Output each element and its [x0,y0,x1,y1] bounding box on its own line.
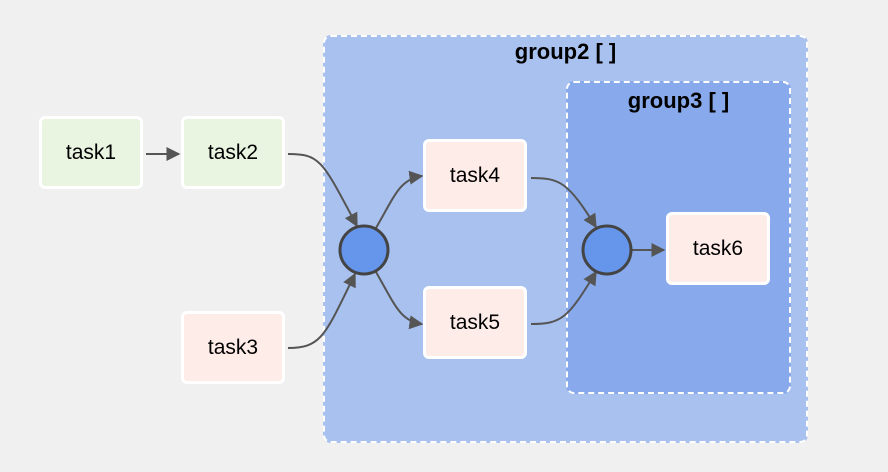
task2-node[interactable]: task2 [181,116,285,189]
task4-label: task4 [449,163,501,187]
task3-node[interactable]: task3 [181,311,285,384]
task1-node[interactable]: task1 [39,116,143,189]
task3-label: task3 [207,335,259,359]
task4-node[interactable]: task4 [423,139,527,212]
group2-label: group2 [ ] [514,39,617,64]
group3-label: group3 [ ] [627,88,730,113]
task5-label: task5 [449,310,501,334]
task6-node[interactable]: task6 [666,212,770,285]
task1-label: task1 [65,140,117,164]
task6-label: task6 [692,236,744,260]
task5-node[interactable]: task5 [423,286,527,359]
task2-label: task2 [207,140,259,164]
